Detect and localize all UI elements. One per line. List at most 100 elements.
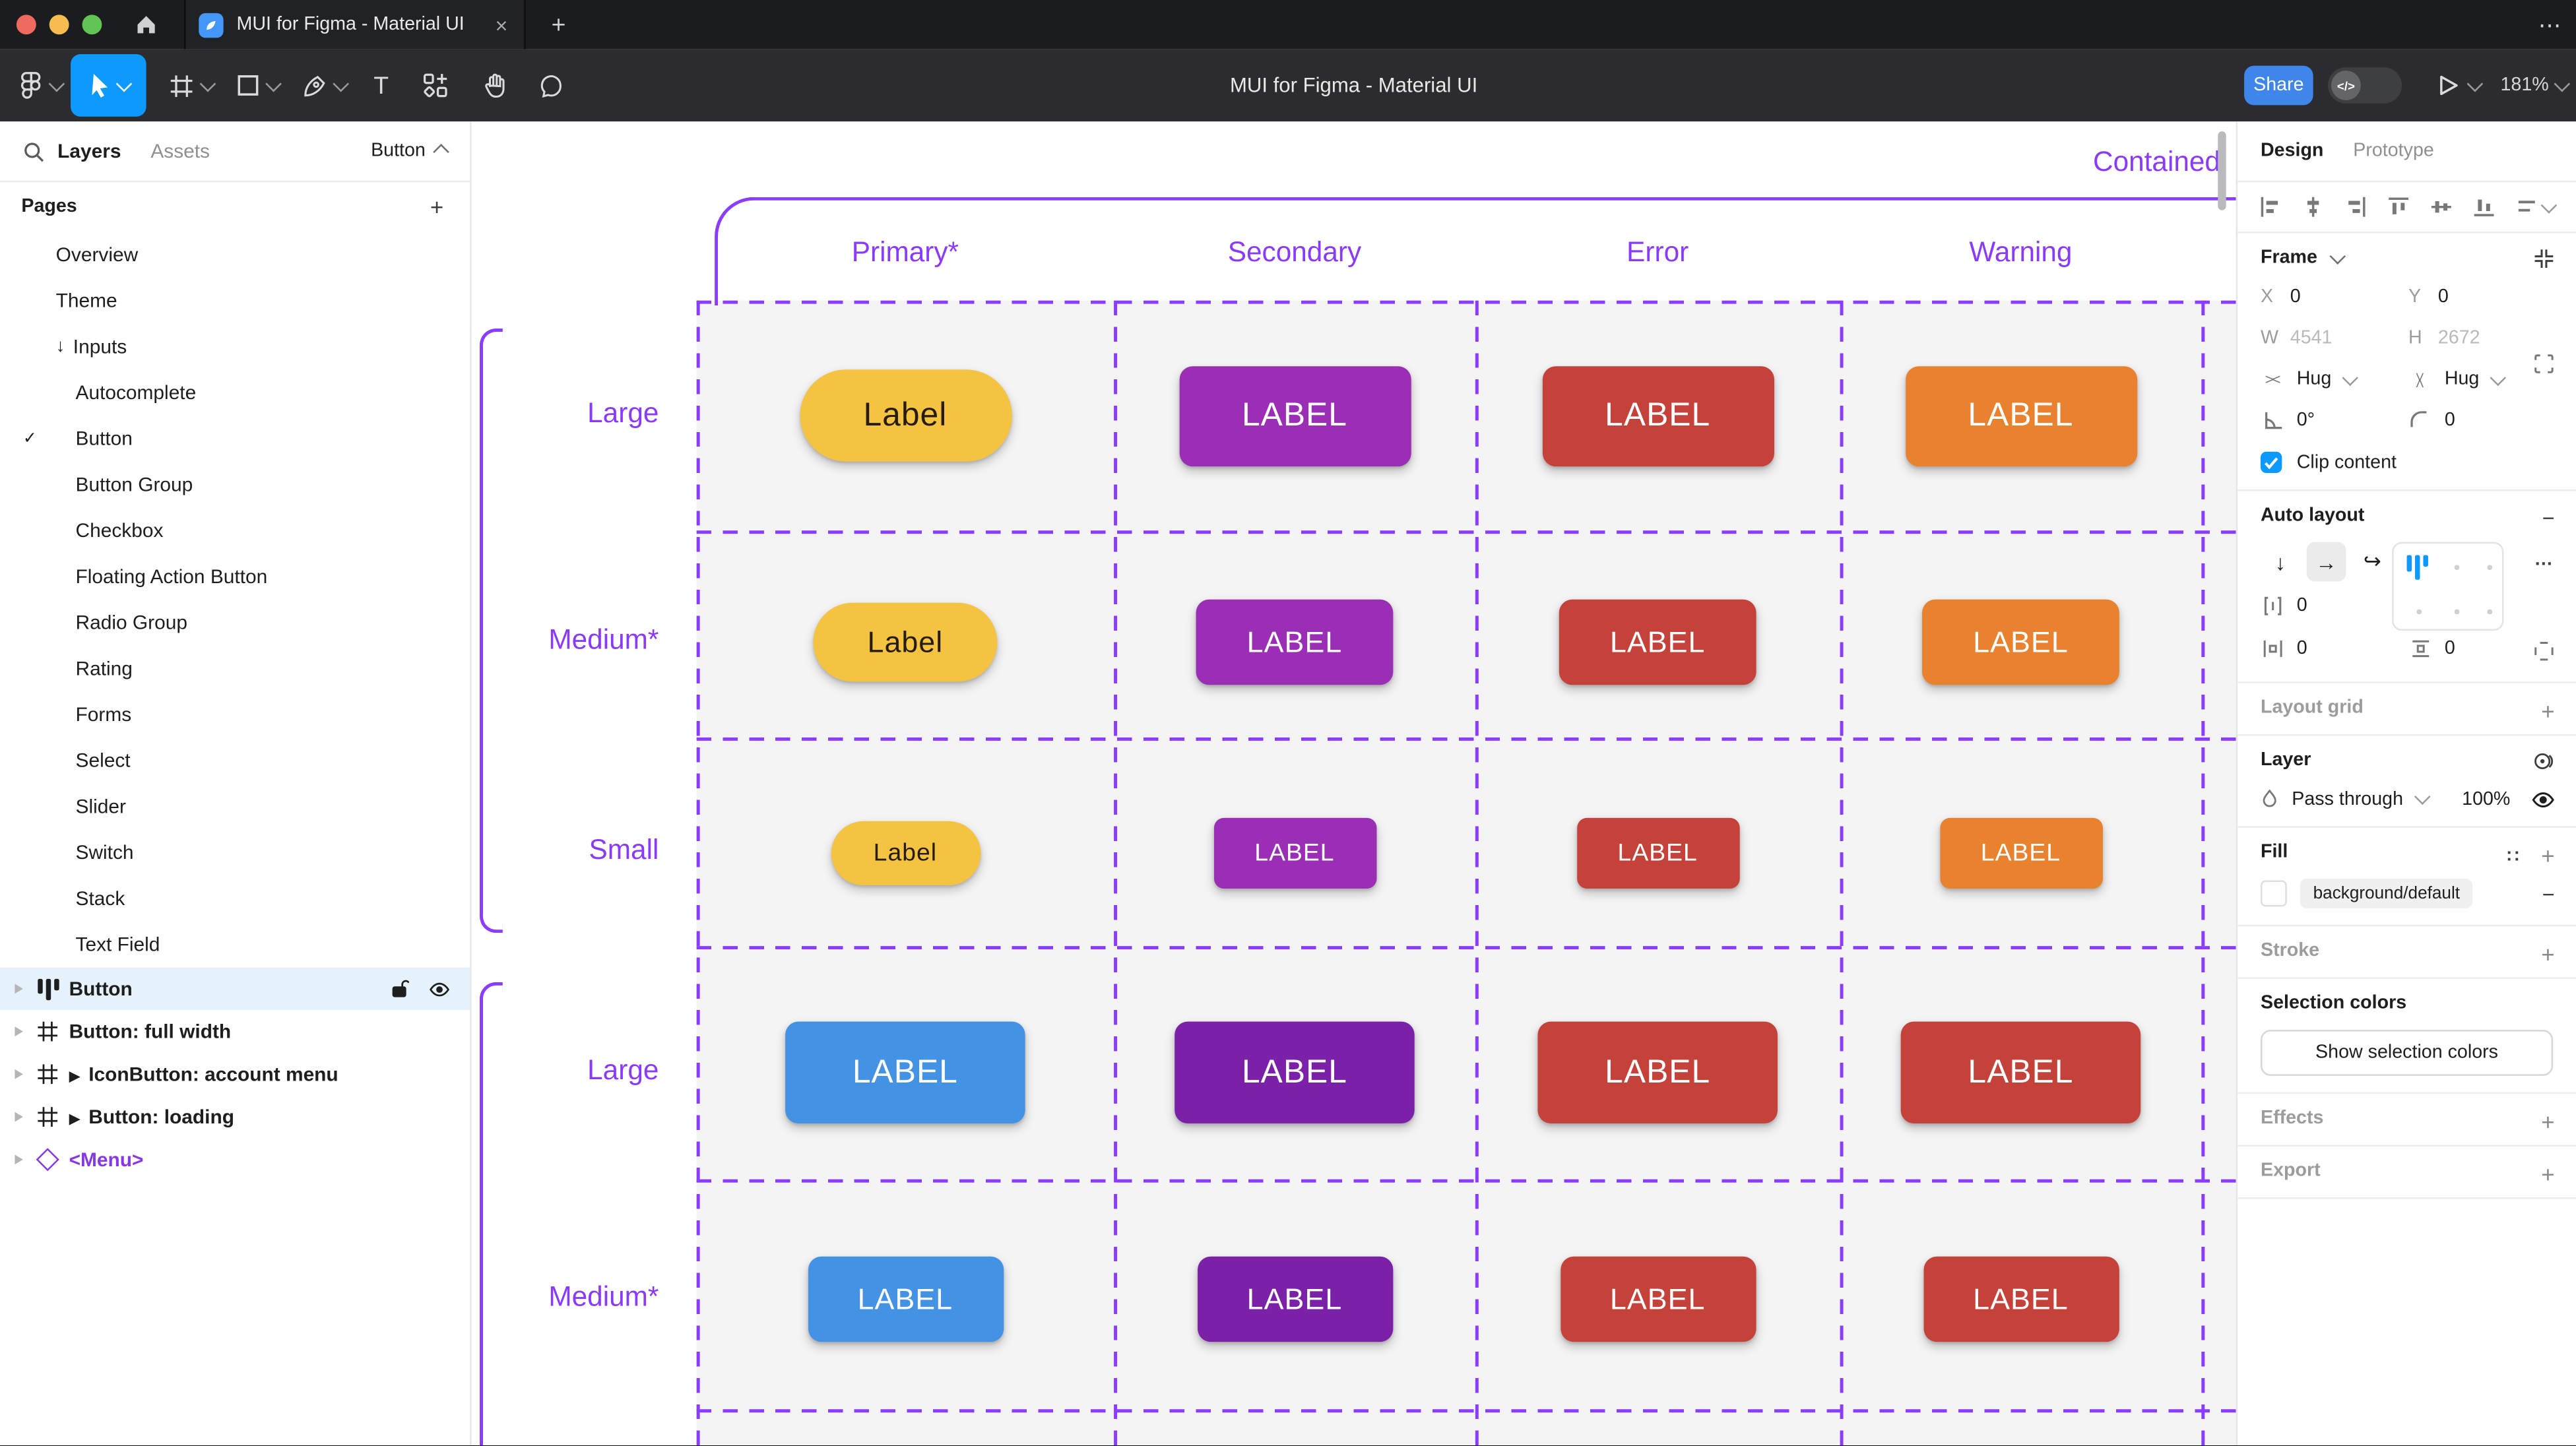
- canvas-button-primary-row4[interactable]: LABEL: [785, 1021, 1025, 1124]
- remove-auto-layout-button[interactable]: −: [2542, 505, 2555, 531]
- layer-item--menu-[interactable]: <Menu>: [0, 1138, 470, 1181]
- canvas-button-warning-row4[interactable]: LABEL: [1900, 1021, 2141, 1124]
- canvas-button-primary-row5[interactable]: LABEL: [807, 1256, 1004, 1342]
- frame-section-title[interactable]: Frame: [2261, 247, 2553, 268]
- fill-styles-icon[interactable]: ::: [2506, 846, 2522, 866]
- page-item-inputs[interactable]: ↓Inputs: [0, 323, 470, 369]
- new-tab-button[interactable]: +: [551, 11, 566, 39]
- tab-assets[interactable]: Assets: [150, 139, 210, 163]
- canvas-button-secondary-row3[interactable]: LABEL: [1213, 817, 1376, 888]
- pen-tool-button[interactable]: [294, 49, 354, 122]
- unlock-icon[interactable]: [391, 979, 409, 999]
- add-export-button[interactable]: +: [2541, 1161, 2555, 1188]
- page-item-slider[interactable]: Slider: [0, 784, 470, 830]
- show-selection-colors-button[interactable]: Show selection colors: [2260, 1030, 2554, 1076]
- canvas-button-secondary-row1[interactable]: LABEL: [1178, 365, 1411, 466]
- shape-tool-button[interactable]: [228, 49, 288, 122]
- page-item-checkbox[interactable]: Checkbox: [0, 507, 470, 553]
- distribute-menu[interactable]: [2515, 195, 2558, 218]
- alignment-widget[interactable]: [2392, 542, 2504, 631]
- canvas-button-error-row3[interactable]: LABEL: [1576, 817, 1739, 888]
- canvas-button-secondary-row5[interactable]: LABEL: [1196, 1256, 1393, 1342]
- main-menu-button[interactable]: [13, 49, 69, 122]
- add-effect-button[interactable]: +: [2541, 1108, 2555, 1135]
- canvas-button-warning-row1[interactable]: LABEL: [1904, 365, 2137, 466]
- column-header-error[interactable]: Error: [1626, 236, 1689, 268]
- share-button[interactable]: Share: [2244, 65, 2313, 106]
- page-item-switch[interactable]: Switch: [0, 829, 470, 875]
- more-icon[interactable]: ⋯: [2538, 11, 2563, 38]
- layer-item-button-full-width[interactable]: Button: full width: [0, 1010, 470, 1053]
- page-item-button-group[interactable]: Button Group: [0, 462, 470, 508]
- row-label-small[interactable]: Small: [589, 834, 659, 866]
- search-icon[interactable]: [23, 141, 44, 162]
- text-tool-button[interactable]: T: [358, 49, 404, 122]
- row-label-large[interactable]: Large: [587, 397, 659, 429]
- hand-tool-button[interactable]: [470, 49, 519, 122]
- add-layout-grid-button[interactable]: +: [2541, 698, 2555, 725]
- horizontal-padding-field[interactable]: 0: [2261, 637, 2402, 660]
- layer-item-iconbutton-account-menu[interactable]: ▶IconButton: account menu: [0, 1053, 470, 1096]
- canvas-button-primary-row2[interactable]: Label: [813, 602, 998, 682]
- home-button[interactable]: [121, 0, 171, 49]
- page-item-autocomplete[interactable]: Autocomplete: [0, 369, 470, 416]
- move-tool-button[interactable]: [71, 54, 146, 117]
- direction-vertical-button[interactable]: ↓: [2274, 549, 2286, 575]
- align-horizontal-center-icon[interactable]: [2302, 195, 2325, 218]
- dev-mode-toggle[interactable]: </>: [2328, 67, 2402, 104]
- canvas-button-primary-row3[interactable]: Label: [830, 820, 981, 885]
- page-item-forms[interactable]: Forms: [0, 691, 470, 738]
- frame-tool-button[interactable]: [161, 49, 220, 122]
- gap-field[interactable]: 0: [2261, 594, 2402, 617]
- canvas-button-warning-row5[interactable]: LABEL: [1923, 1256, 2119, 1342]
- align-vertical-center-icon[interactable]: [2430, 195, 2453, 218]
- page-item-select[interactable]: Select: [0, 738, 470, 784]
- chevron-right-icon[interactable]: [15, 1154, 23, 1165]
- close-tab-icon[interactable]: ×: [495, 12, 508, 38]
- fill-row[interactable]: background/default −: [2260, 879, 2555, 908]
- file-tab[interactable]: MUI for Figma - Material UI ×: [183, 0, 526, 49]
- vertical-padding-field[interactable]: 0: [2408, 637, 2550, 660]
- eye-icon[interactable]: [429, 982, 450, 996]
- direction-horizontal-button[interactable]: →: [2306, 542, 2346, 582]
- page-item-floating-action-button[interactable]: Floating Action Button: [0, 553, 470, 600]
- layer-item-button-loading[interactable]: ▶Button: loading: [0, 1096, 470, 1139]
- clip-content-row[interactable]: Clip content: [2260, 451, 2553, 474]
- window-controls[interactable]: [16, 15, 102, 35]
- row-label-medium[interactable]: Medium*: [548, 1281, 659, 1313]
- opacity-value[interactable]: 100%: [2462, 789, 2511, 809]
- align-left-icon[interactable]: [2259, 195, 2282, 218]
- page-item-text-field[interactable]: Text Field: [0, 922, 470, 968]
- page-item-theme[interactable]: Theme: [0, 278, 470, 324]
- column-header-warning[interactable]: Warning: [1969, 236, 2073, 268]
- align-bottom-icon[interactable]: [2472, 195, 2496, 218]
- tab-design[interactable]: Design: [2260, 141, 2324, 162]
- comment-tool-button[interactable]: [526, 49, 575, 122]
- add-stroke-button[interactable]: +: [2541, 941, 2555, 968]
- canvas-button-secondary-row2[interactable]: LABEL: [1196, 599, 1394, 685]
- blend-mode-value[interactable]: Pass through: [2292, 789, 2403, 809]
- align-top-icon[interactable]: [2387, 195, 2410, 218]
- zoom-menu[interactable]: 181%: [2500, 49, 2571, 122]
- column-header-primary[interactable]: Primary*: [851, 236, 959, 268]
- auto-layout-more-icon[interactable]: …: [2534, 550, 2555, 570]
- page-item-overview[interactable]: Overview: [0, 232, 470, 278]
- blend-mode-icon[interactable]: [2533, 751, 2554, 772]
- rotation-field[interactable]: 0°: [2261, 409, 2402, 432]
- row-label-medium[interactable]: Medium*: [548, 624, 659, 656]
- add-page-button[interactable]: +: [430, 193, 444, 220]
- clip-content-checkbox[interactable]: [2260, 451, 2282, 474]
- vertical-resizing-field[interactable]: >< Hug: [2408, 368, 2550, 391]
- fill-token-chip[interactable]: background/default: [2300, 879, 2473, 908]
- present-button[interactable]: [2438, 49, 2484, 122]
- remove-fill-button[interactable]: −: [2542, 881, 2555, 906]
- page-item-rating[interactable]: Rating: [0, 645, 470, 691]
- direction-wrap-button[interactable]: ↩: [2363, 548, 2381, 573]
- fill-color-swatch[interactable]: [2260, 880, 2287, 907]
- canvas-button-warning-row3[interactable]: LABEL: [1939, 817, 2102, 888]
- resources-button[interactable]: [410, 49, 460, 122]
- layer-item-button[interactable]: Button: [0, 967, 470, 1011]
